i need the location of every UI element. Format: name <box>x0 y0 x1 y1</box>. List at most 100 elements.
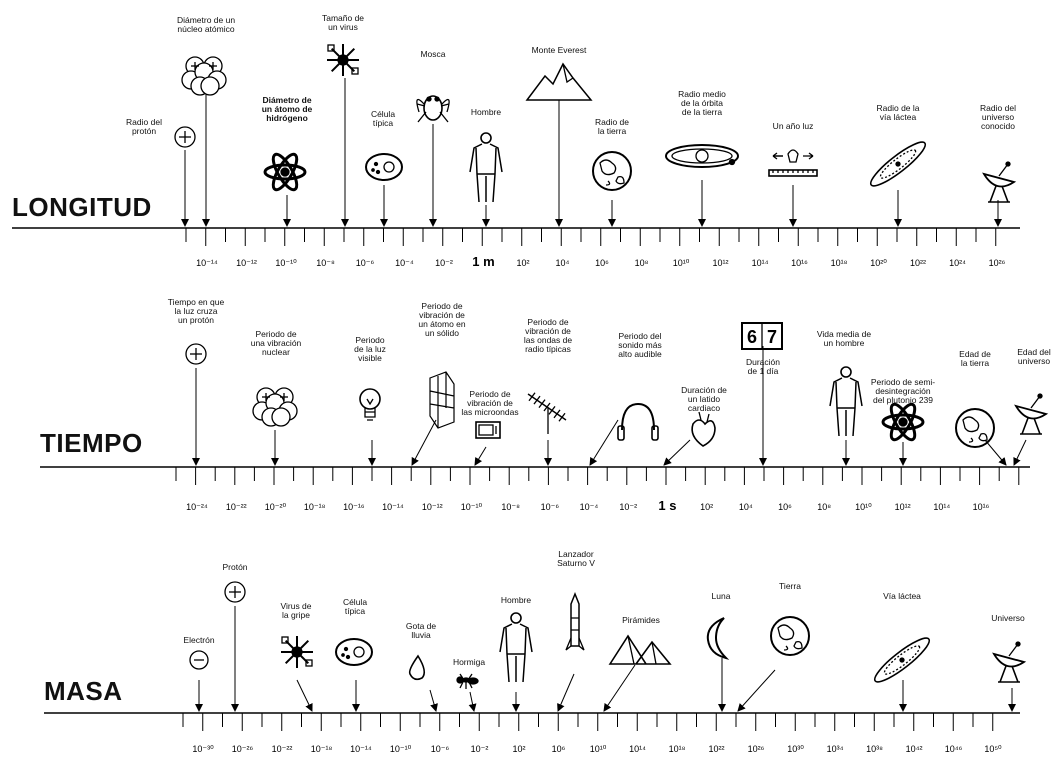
item-label-masa: Pirámides <box>622 615 660 625</box>
pointer-arrow <box>984 439 1007 466</box>
radio-telescope-icon <box>1014 393 1049 435</box>
tick-label: 10⁻²² <box>272 744 293 754</box>
lightbulb-icon <box>359 388 381 421</box>
item-label-tiempo: Periodo de una vibración nuclear <box>250 329 302 357</box>
earth-icon <box>955 408 995 448</box>
proton-icon <box>174 126 196 148</box>
orbit-icon <box>665 144 739 168</box>
tick-label: 10¹⁸ <box>831 258 848 268</box>
item-label-masa: Electrón <box>183 635 215 645</box>
tick-label: 10⁻¹⁰ <box>275 258 297 268</box>
item-label-tiempo: Periodo de vibración de las ondas de rad… <box>523 317 573 354</box>
tick-label: 10² <box>700 502 713 512</box>
pointer-arrow <box>429 689 438 712</box>
tick-label: 10⁻⁶ <box>356 258 375 268</box>
tick-label: 10²⁶ <box>748 744 765 754</box>
radio-telescope-icon <box>992 641 1027 683</box>
tick-label: 10⁴ <box>556 258 570 268</box>
tick-label: 10²⁶ <box>989 258 1006 268</box>
fly-icon <box>416 95 450 123</box>
item-label-tiempo: Periodo del sonido más alto audible <box>618 331 662 359</box>
item-label-masa: Vía láctea <box>883 591 921 601</box>
tick-label: 10⁻¹⁶ <box>343 502 365 512</box>
tick-label: 10⁴ <box>739 502 753 512</box>
tick-label: 10⁶ <box>595 258 609 268</box>
raindrop-icon <box>408 654 426 681</box>
radio-telescope-icon <box>982 161 1017 203</box>
man-icon <box>829 366 863 437</box>
tick-label: 10⁻²⁰ <box>265 502 287 512</box>
tick-label: 10⁻¹⁴ <box>196 258 218 268</box>
pointer-arrow <box>589 419 619 466</box>
item-label-tiempo: Periodo de vibración de un átomo en un s… <box>418 301 466 338</box>
section-title-masa: MASA <box>44 676 123 706</box>
item-label-masa: Lanzador Saturno V <box>557 549 595 568</box>
mountain-icon <box>525 62 593 101</box>
tick-label: 10²² <box>910 258 926 268</box>
item-label-longitud: Monte Everest <box>531 45 587 55</box>
tick-label: 10⁻² <box>471 744 489 754</box>
item-label-longitud: Hombre <box>470 107 502 117</box>
electron-icon <box>189 650 209 670</box>
item-label-longitud: Diámetro de un átomo de hidrógeno <box>261 95 313 123</box>
tick-label: 10²⁰ <box>870 258 887 268</box>
tick-label: 10⁻²² <box>226 502 247 512</box>
nucleus-icon <box>252 387 298 427</box>
tick-label: 10⁻¹⁸ <box>311 744 333 754</box>
tick-label: 10⁸ <box>817 502 831 512</box>
calendar-digit: 6 <box>747 327 757 347</box>
tick-label: 10⁻¹⁸ <box>304 502 326 512</box>
pyramids-icon <box>608 634 672 665</box>
item-label-longitud: Mosca <box>420 49 446 59</box>
tick-label: 10¹⁶ <box>791 258 808 268</box>
earth-icon <box>770 616 810 656</box>
tick-label: 10⁻¹⁴ <box>382 502 404 512</box>
pointer-arrow <box>603 664 636 712</box>
tick-label: 10⁸ <box>635 258 649 268</box>
pointer-arrow <box>474 446 487 466</box>
tick-label: 10¹⁴ <box>629 744 646 754</box>
tick-label: 10⁻² <box>435 258 453 268</box>
atom-icon <box>881 402 925 442</box>
tick-label: 10¹⁴ <box>933 502 950 512</box>
ant-icon <box>456 673 479 689</box>
nucleus-icon <box>181 56 227 96</box>
tick-label: 10⁻¹⁴ <box>350 744 372 754</box>
pointer-arrow <box>468 691 477 712</box>
tick-label: 10⁻¹² <box>422 502 443 512</box>
tick-label: 10⁻⁶ <box>431 744 450 754</box>
pointer-arrow <box>296 679 313 712</box>
tick-label: 10⁻²⁴ <box>186 502 208 512</box>
earth-icon <box>592 151 632 191</box>
man-icon <box>499 612 533 683</box>
man-icon <box>469 132 503 203</box>
lattice-icon <box>429 371 455 429</box>
tick-label: 10² <box>512 744 525 754</box>
calendar-digit: 7 <box>767 327 777 347</box>
tick-label: 10¹⁸ <box>669 744 686 754</box>
item-label-longitud: Radio medio de la órbita de la tierra <box>678 89 726 117</box>
item-label-longitud: Radio de la vía láctea <box>876 103 920 122</box>
item-label-masa: Virus de la gripe <box>280 601 312 620</box>
tick-label: 10⁻⁴ <box>395 258 414 268</box>
item-label-tiempo: Edad de la tierra <box>959 349 991 368</box>
tick-label: 10⁻⁸ <box>501 502 520 512</box>
pointer-arrow <box>557 673 575 712</box>
pointer-arrow <box>411 419 437 466</box>
item-label-masa: Tierra <box>779 581 801 591</box>
item-label-masa: Gota de lluvia <box>405 621 437 640</box>
item-label-masa: Célula típica <box>342 597 368 616</box>
tick-label: 10²² <box>708 744 724 754</box>
tick-label: 10⁻¹² <box>236 258 257 268</box>
tick-label: 10³⁸ <box>866 744 883 754</box>
tick-label: 10³⁰ <box>787 744 804 754</box>
item-label-tiempo: Duración de un latido cardiaco <box>681 385 727 413</box>
cell-icon <box>365 153 403 181</box>
item-label-masa: Luna <box>711 591 731 601</box>
item-label-longitud: Radio del protón <box>126 117 162 136</box>
item-label-tiempo: Periodo de vibración de las microondas <box>461 389 519 417</box>
proton-icon <box>185 343 207 365</box>
microwave-icon <box>475 421 501 439</box>
